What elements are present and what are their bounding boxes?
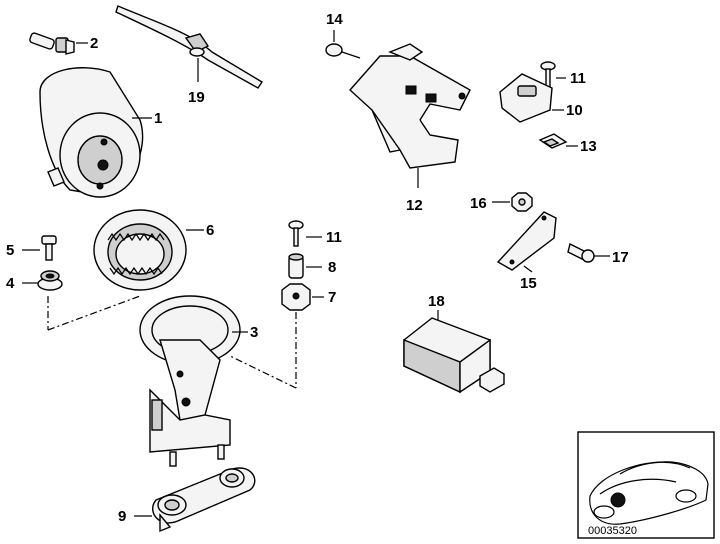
callout-17: 17 xyxy=(612,249,629,266)
callout-11-center: 11 xyxy=(326,229,342,246)
callout-19: 19 xyxy=(188,89,205,106)
part-12-bracket xyxy=(349,43,471,188)
callout-15: 15 xyxy=(520,275,537,292)
callout-5: 5 xyxy=(6,242,14,259)
leader-dash-4b xyxy=(47,295,141,331)
part-15-plate xyxy=(496,211,557,273)
part-2-connector xyxy=(29,32,88,55)
callout-16: 16 xyxy=(470,195,487,212)
part-11-screw xyxy=(288,220,322,247)
callout-6: 6 xyxy=(206,222,214,239)
part-8-spacer xyxy=(288,253,322,279)
part-7-damper xyxy=(229,283,324,389)
inset-car-locator: 00035320 xyxy=(577,431,715,539)
callout-1: 1 xyxy=(154,110,162,127)
part-9-foot-mount xyxy=(134,467,256,533)
part-3-bracket xyxy=(139,295,248,467)
part-6-gear-ring xyxy=(93,209,204,291)
part-11-screw-right xyxy=(540,61,566,88)
part-5-bolt xyxy=(22,235,57,261)
callout-2: 2 xyxy=(90,35,98,52)
part-17-bolt xyxy=(567,242,610,263)
callout-13: 13 xyxy=(580,138,597,155)
part-10-sensor xyxy=(499,73,564,123)
callout-8: 8 xyxy=(328,259,336,276)
callout-3: 3 xyxy=(250,324,258,341)
callout-4: 4 xyxy=(6,275,15,292)
part-4-grommet xyxy=(22,270,63,291)
callout-10: 10 xyxy=(566,102,583,119)
callout-7: 7 xyxy=(328,289,336,306)
callout-18: 18 xyxy=(428,293,445,310)
callout-9: 9 xyxy=(118,508,126,525)
part-13-clip xyxy=(538,133,578,149)
part-19-strap xyxy=(115,5,263,89)
part-16-nut xyxy=(492,192,533,212)
part-18-module xyxy=(403,310,505,394)
inset-code: 00035320 xyxy=(588,525,637,537)
callout-12: 12 xyxy=(406,197,423,214)
callout-11-right: 11 xyxy=(570,70,586,87)
part-14-bolt xyxy=(325,30,361,59)
part-1-motor xyxy=(39,67,152,198)
callout-14: 14 xyxy=(326,11,343,28)
